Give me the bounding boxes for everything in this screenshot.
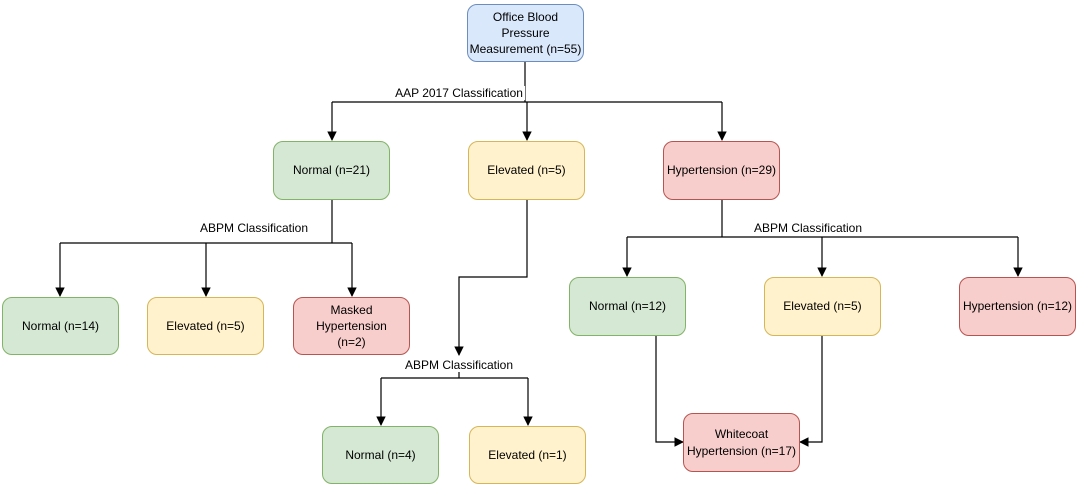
node-aap-elevated: Elevated (n=5)	[468, 141, 585, 200]
node-office-bp-measurement: Office Blood Pressure Measurement (n=55)	[467, 4, 584, 62]
node-normal-abpm-normal: Normal (n=14)	[2, 297, 119, 355]
connector-h-elevated-to-whitecoat	[799, 336, 823, 447]
node-aap-hypertension: Hypertension (n=29)	[663, 141, 780, 200]
node-elevated-abpm-normal: Normal (n=4)	[322, 426, 439, 484]
edge-label-abpm-elevated: ABPM Classification	[402, 358, 516, 372]
node-hypertension-abpm-normal: Normal (n=12)	[569, 277, 686, 336]
node-normal-abpm-elevated: Elevated (n=5)	[147, 297, 264, 355]
node-masked-hypertension: Masked Hypertension (n=2)	[293, 297, 410, 355]
connector-h-normal-to-whitecoat	[655, 336, 684, 447]
connector-elevated-route	[454, 200, 528, 356]
edge-label-abpm-normal: ABPM Classification	[197, 221, 311, 235]
node-hypertension-abpm-hypertension: Hypertension (n=12)	[959, 277, 1076, 336]
edge-label-aap: AAP 2017 Classification	[393, 86, 525, 100]
node-elevated-abpm-elevated: Elevated (n=1)	[469, 426, 586, 484]
node-aap-normal: Normal (n=21)	[273, 141, 390, 200]
node-whitecoat-hypertension: Whitecoat Hypertension (n=17)	[683, 413, 800, 472]
node-hypertension-abpm-elevated: Elevated (n=5)	[764, 277, 881, 336]
edge-label-abpm-hypertension: ABPM Classification	[751, 221, 865, 235]
